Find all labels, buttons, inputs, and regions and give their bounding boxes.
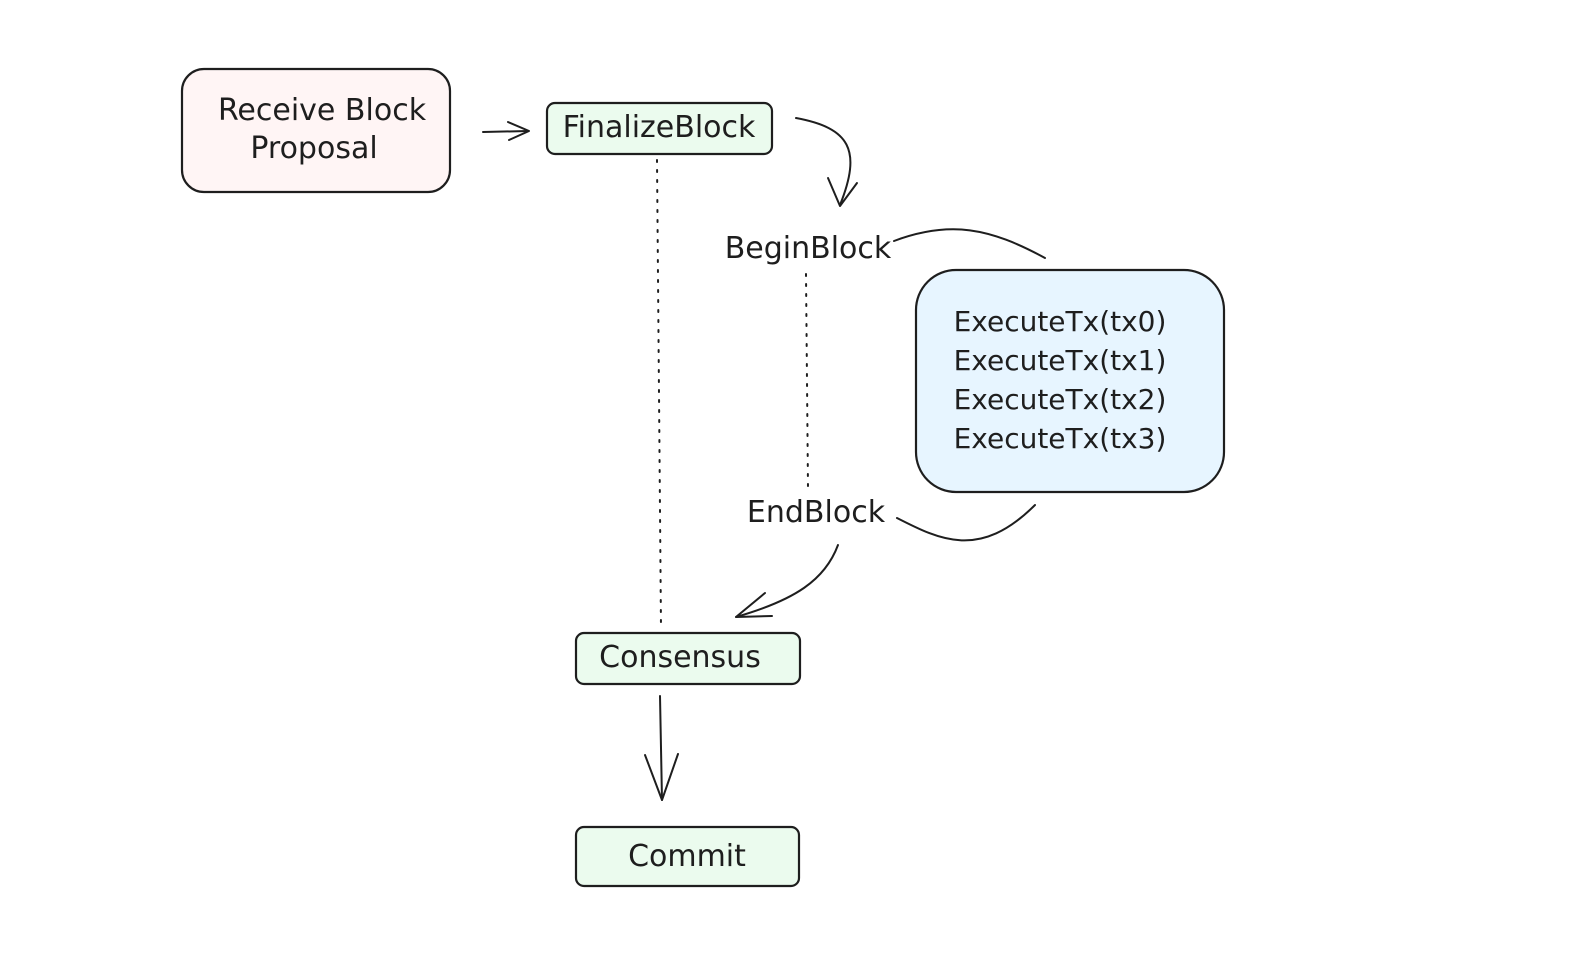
receive-block-proposal-line1: Receive Block bbox=[218, 93, 427, 128]
dotted-finalize-to-consensus bbox=[656, 159, 662, 629]
execute-tx-item: ExecuteTx(tx0) bbox=[954, 305, 1167, 338]
consensus-box bbox=[574, 631, 802, 686]
arrow-endblock-to-consensus bbox=[735, 544, 839, 618]
commit-label: Commit bbox=[628, 839, 746, 874]
execute-tx-item: ExecuteTx(tx2) bbox=[954, 383, 1167, 416]
arrow-consensus-to-commit bbox=[644, 695, 679, 801]
execute-tx-group: ExecuteTx(tx0) ExecuteTx(tx1) ExecuteTx(… bbox=[914, 268, 1226, 494]
receive-block-proposal-box bbox=[180, 67, 452, 194]
finalize-block-label: FinalizeBlock bbox=[563, 110, 756, 145]
finalize-block-node: FinalizeBlock bbox=[545, 101, 774, 156]
arrow-finalize-to-beginblock bbox=[795, 117, 858, 207]
begin-block-label: BeginBlock bbox=[725, 231, 892, 266]
execute-tx-item: ExecuteTx(tx1) bbox=[954, 344, 1167, 377]
consensus-label: Consensus bbox=[599, 640, 761, 675]
end-block-label: EndBlock bbox=[747, 495, 886, 530]
arrow-receive-to-finalize bbox=[482, 121, 530, 141]
connector-beginblock-to-txbox bbox=[893, 228, 1046, 259]
commit-node: Commit bbox=[574, 825, 801, 888]
connector-endblock-to-txbox bbox=[896, 504, 1036, 542]
finalize-block-box bbox=[545, 101, 774, 156]
execute-tx-box bbox=[914, 268, 1226, 494]
consensus-node: Consensus bbox=[574, 631, 802, 686]
dotted-beginblock-to-endblock bbox=[805, 273, 809, 489]
commit-box bbox=[574, 825, 801, 888]
receive-block-proposal-node: Receive Block Proposal bbox=[180, 67, 452, 194]
receive-block-proposal-line2: Proposal bbox=[250, 131, 377, 166]
execute-tx-item: ExecuteTx(tx3) bbox=[954, 422, 1167, 455]
